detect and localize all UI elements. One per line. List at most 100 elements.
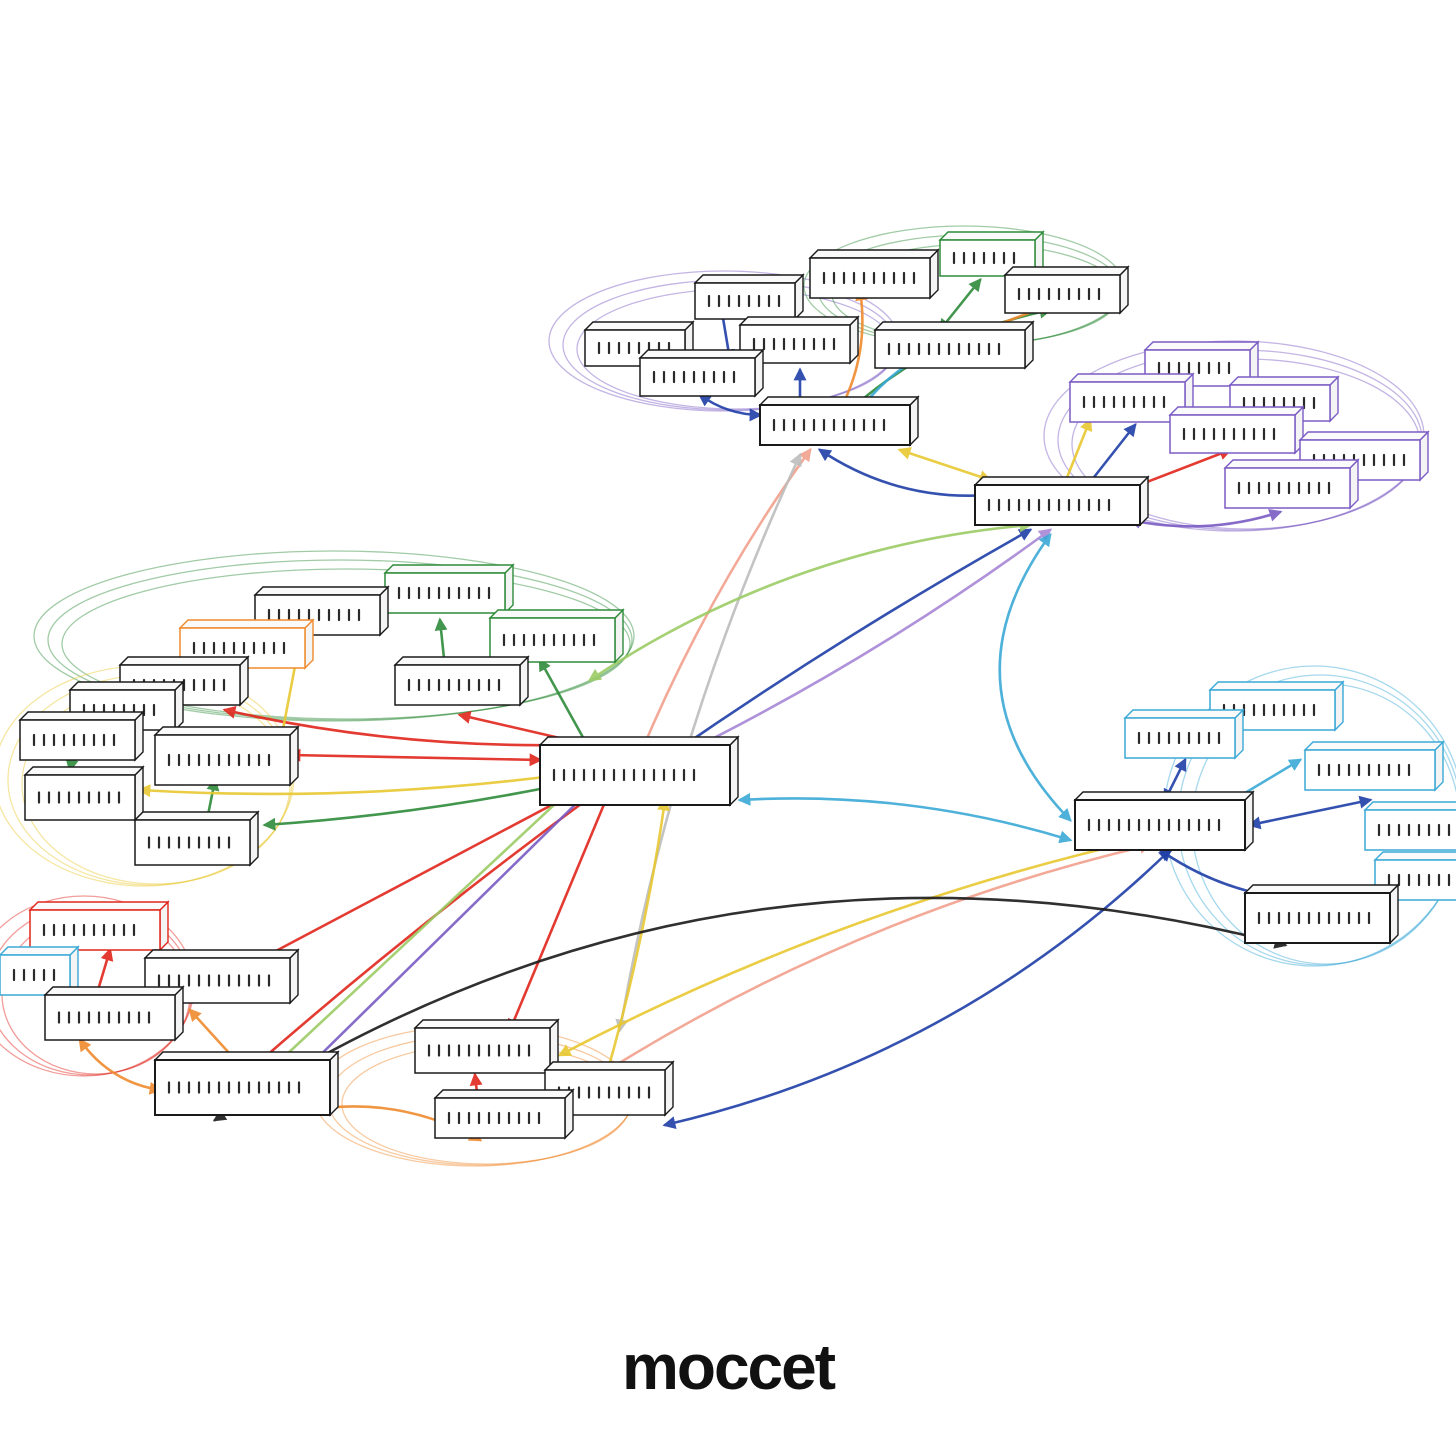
switch-node [383, 563, 515, 615]
switch-node-port-marks [167, 1081, 301, 1094]
switch-node-port-marks [397, 586, 491, 600]
switch-node-top-face [1363, 801, 1456, 811]
switch-node-port-marks [82, 703, 156, 717]
switch-node-front-face [639, 357, 756, 397]
switch-node-top-face [413, 1019, 560, 1029]
switch-node-top-face [253, 586, 390, 596]
network-link-arrow [1127, 509, 1283, 529]
switch-node [583, 320, 695, 368]
switch-node-side-face [289, 948, 299, 1005]
network-link-arrow [78, 1037, 163, 1095]
switch-node-top-face [1168, 406, 1305, 416]
switch-node-front-face [154, 734, 291, 786]
switch-node-front-face [394, 664, 521, 706]
network-link-arrow [667, 528, 1053, 762]
hub-switch-node [153, 1050, 340, 1117]
switch-node-port-marks [167, 753, 271, 767]
switch-node-top-face [938, 231, 1045, 241]
switch-node [638, 348, 765, 398]
switch-node-front-face [1224, 467, 1351, 509]
switch-node-port-marks [147, 836, 231, 849]
switch-node-top-face [28, 901, 170, 911]
switch-node-side-face [289, 725, 299, 787]
switch-node [808, 248, 940, 300]
switch-node-side-face [174, 985, 184, 1042]
switch-node-top-face [738, 316, 860, 326]
switch-node-port-marks [1317, 763, 1411, 777]
switch-node-port-marks [1082, 395, 1166, 409]
network-link-arrow [998, 532, 1072, 822]
switch-node-top-face [638, 349, 765, 359]
switch-node-top-face [23, 766, 145, 776]
switch-node-port-marks [822, 271, 916, 285]
switch-node-top-face [393, 656, 530, 666]
switch-node [253, 585, 390, 637]
switch-node-front-face [1169, 414, 1296, 454]
network-link-arrow [637, 447, 812, 758]
switch-node [1373, 851, 1456, 901]
switch-node-port-marks [1237, 481, 1331, 495]
switch-node [413, 1018, 560, 1075]
switch-node [28, 900, 170, 952]
switch-node-port-marks [1182, 427, 1276, 441]
switch-node-port-marks [192, 641, 286, 655]
network-link-arrow [817, 448, 993, 503]
switch-node-top-face [1373, 851, 1456, 861]
switch-node-top-face [538, 736, 740, 746]
switch-node-top-face [1228, 376, 1340, 386]
switch-node-top-face [1243, 884, 1400, 894]
network-link-arrow [697, 393, 763, 422]
switch-node [153, 725, 300, 787]
switch-node-top-face [433, 1089, 575, 1099]
switch-node-front-face [1069, 381, 1186, 423]
switch-node-top-face [1123, 709, 1245, 719]
switch-node-side-face [729, 735, 739, 807]
switch-node-port-marks [267, 608, 361, 622]
network-link-arrow [262, 780, 563, 831]
switch-node-side-face [329, 1050, 339, 1117]
switch-node [1223, 458, 1360, 510]
switch-node [1003, 265, 1130, 315]
switch-node-port-marks [752, 337, 836, 351]
switch-node-top-face [543, 1061, 675, 1071]
network-link-arrow [1247, 795, 1373, 830]
switch-node [693, 273, 805, 321]
switch-node-port-marks [1157, 361, 1231, 375]
switch-node-port-marks [37, 791, 121, 804]
switch-node-top-face [1003, 266, 1130, 276]
switch-node [393, 655, 530, 707]
switch-node-port-marks [1387, 873, 1451, 887]
switch-node-top-face [178, 619, 315, 629]
switch-node-top-face [0, 946, 80, 956]
switch-node-top-face [1073, 791, 1255, 801]
switch-node-port-marks [1257, 911, 1371, 925]
switch-node-port-marks [552, 768, 696, 782]
network-link-arrow [897, 447, 993, 483]
switch-node-port-marks [32, 733, 116, 747]
network-link-arrow [287, 748, 543, 767]
switch-node-port-marks [1137, 731, 1221, 745]
switch-node-front-face [809, 257, 931, 299]
switch-node-port-marks [1017, 287, 1101, 301]
switch-node-top-face [808, 249, 940, 259]
network-link-arrow [662, 848, 1172, 1129]
switch-node-side-face [249, 810, 259, 867]
switch-node-side-face [664, 1060, 674, 1117]
switch-node-port-marks [447, 1111, 541, 1125]
switch-node-top-face [153, 1051, 340, 1061]
switch-node-front-face [1364, 809, 1456, 851]
switch-node-port-marks [502, 633, 596, 647]
switch-node [873, 320, 1035, 370]
switch-node-top-face [1068, 373, 1195, 383]
switch-node-top-face [133, 811, 260, 821]
hub-switch-node [538, 735, 740, 807]
hub-switch-node [1243, 883, 1400, 945]
network-link-arrow [212, 896, 1288, 1122]
switch-node-port-marks [427, 1044, 531, 1057]
switch-node [1168, 405, 1305, 455]
network-link-arrow [737, 792, 1073, 844]
switch-node [178, 618, 315, 670]
switch-node [488, 608, 625, 664]
switch-node-port-marks [1377, 823, 1451, 837]
